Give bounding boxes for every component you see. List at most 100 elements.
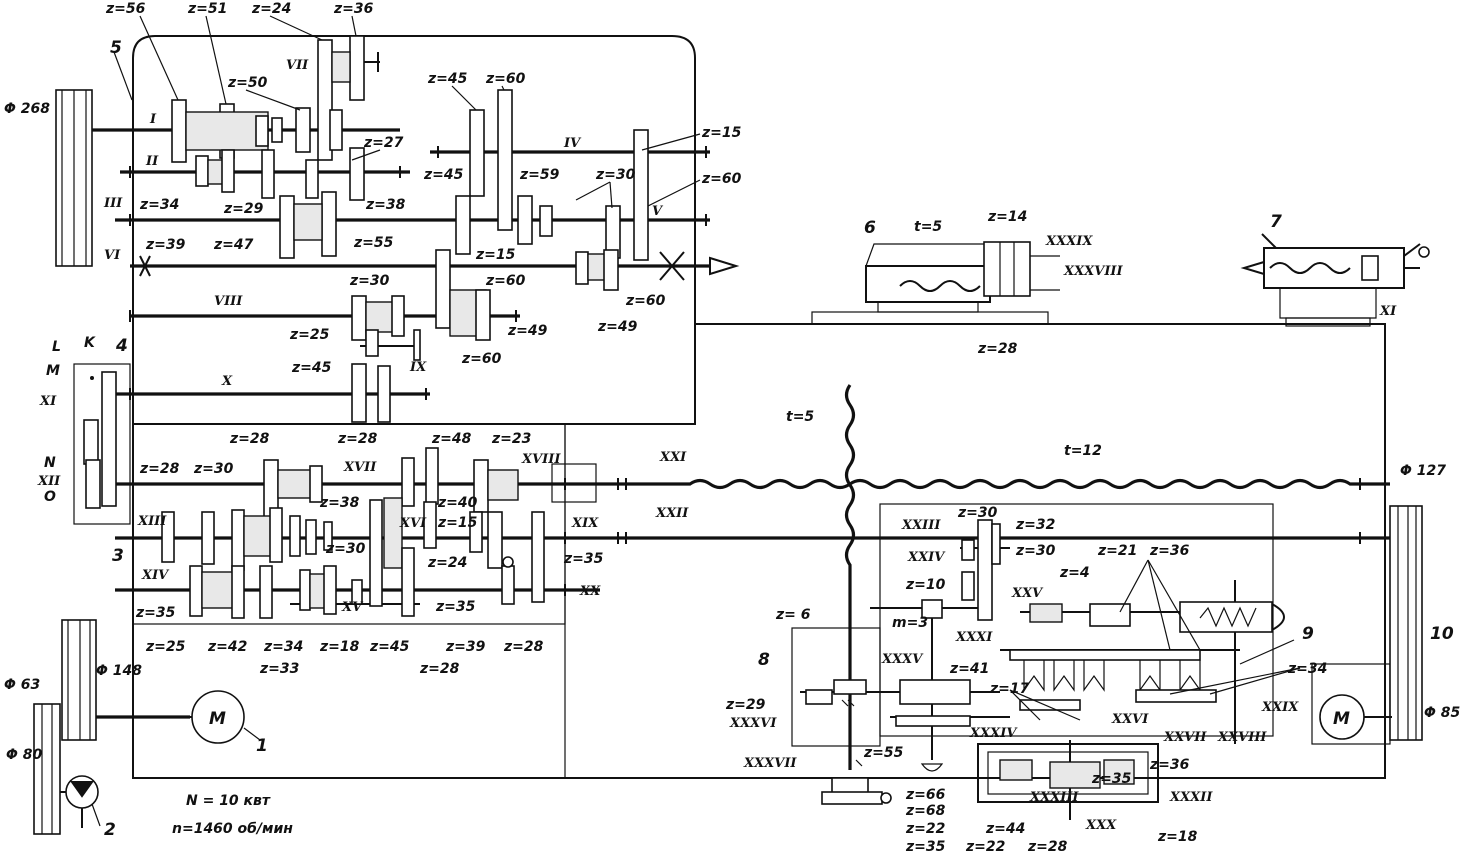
label-shaft-VIII: VIII <box>214 294 243 309</box>
label-shaft-XXXVII: XXXVII <box>743 756 797 771</box>
slide-gear-box <box>983 241 1031 297</box>
gear-z60c <box>435 249 451 329</box>
label-shaft-XIV: XIV <box>141 568 170 583</box>
gear-z49a <box>475 289 491 341</box>
gear-z15c <box>469 511 483 553</box>
label-z50: z=50 <box>227 75 268 91</box>
label-z35e: z=35 <box>1091 771 1132 787</box>
label-shaft-IV: IV <box>563 136 582 151</box>
label-z28d: z=28 <box>419 661 460 677</box>
guitar-gear-M <box>83 419 99 465</box>
label-z30d: z=30 <box>325 541 366 557</box>
label-shaft-I: I <box>149 112 157 127</box>
label-z28f: z=28 <box>977 341 1018 357</box>
label-z45d: z=45 <box>369 639 410 655</box>
label-z29a: z=29 <box>223 201 264 217</box>
gear-z29a <box>261 149 275 199</box>
clutch-XVIII <box>551 463 597 503</box>
label-z24: z=24 <box>251 1 291 17</box>
label-z10: z=10 <box>905 577 946 593</box>
gear-z27 <box>349 147 365 201</box>
gear-z45a <box>469 109 485 197</box>
gear-z45b <box>455 195 471 255</box>
gear-z41 <box>1009 649 1201 661</box>
gear-z32 <box>961 539 975 561</box>
label-z28g: z=28 <box>1027 839 1068 855</box>
gear-z34a <box>195 155 209 187</box>
label-z40: z=40 <box>437 495 478 511</box>
label-z36b: z=36 <box>1149 543 1190 559</box>
label-z30b: z=30 <box>349 273 390 289</box>
label-shaft-XXV: XXV <box>1011 586 1044 601</box>
gear-z50 <box>295 107 311 153</box>
label-z39b: z=39 <box>445 639 486 655</box>
label-shaft-XXXIX: XXXIX <box>1045 234 1093 249</box>
label-d85: Φ 85 <box>1424 705 1461 721</box>
feed-motor-label: M <box>1333 709 1350 729</box>
label-z35b: z=35 <box>435 599 476 615</box>
label-z24b: z=24 <box>427 555 467 571</box>
label-shaft-XVII: XVII <box>343 460 377 475</box>
label-t12: t=12 <box>1064 443 1102 459</box>
label-z30f: z=30 <box>1015 543 1056 559</box>
label-N: N <box>44 455 56 471</box>
cross-screw-vertical <box>844 384 856 770</box>
clutch-box <box>977 743 1159 803</box>
label-speed: n=1460 об/мин <box>172 821 293 837</box>
label-z36a: z=36 <box>333 1 374 17</box>
label-shaft-IX: IX <box>409 360 427 375</box>
label-z25a: z=25 <box>289 327 330 343</box>
label-d127: Φ 127 <box>1400 463 1446 479</box>
label-shaft-XIII: XIII <box>137 514 167 529</box>
label-z49a: z=49 <box>507 323 548 339</box>
apron-left-box <box>791 627 881 747</box>
gear-z48 <box>425 447 439 505</box>
label-K: K <box>84 335 96 351</box>
label-shaft-XI-tail: XI <box>1379 304 1397 319</box>
gear-z56 <box>171 99 187 163</box>
motor-pulley-148 <box>61 619 97 741</box>
headstock-gears <box>129 35 740 423</box>
label-shaft-XXIX: XXIX <box>1261 700 1299 715</box>
gear-z15a <box>633 129 649 261</box>
gear-z24b <box>487 511 503 569</box>
clutch-box-inner <box>987 751 1149 795</box>
tailstock-body <box>1263 247 1405 289</box>
label-z48: z=48 <box>431 431 472 447</box>
label-z23: z=23 <box>491 431 531 447</box>
gear-z60a <box>497 89 513 231</box>
tailstock-screw <box>1269 262 1351 274</box>
label-z28e: z=28 <box>503 639 544 655</box>
label-z29b: z=29 <box>725 697 766 713</box>
label-z4: z=4 <box>1059 565 1090 581</box>
label-z32: z=32 <box>1015 517 1055 533</box>
callout-5: 5 <box>110 38 122 58</box>
callout-7: 7 <box>1270 212 1282 232</box>
label-shaft-XXVIII: XXVIII <box>1217 730 1267 745</box>
label-z41: z=41 <box>949 661 989 677</box>
label-t5a: t=5 <box>786 409 814 425</box>
label-z36c: z=36 <box>1149 757 1190 773</box>
label-z30e: z=30 <box>957 505 998 521</box>
gear-z42 <box>231 565 245 619</box>
label-z27: z=27 <box>363 135 404 151</box>
gear-z30b <box>351 295 367 341</box>
guitar-gear-N <box>85 459 101 509</box>
label-z44: z=44 <box>985 821 1025 837</box>
label-z55a: z=55 <box>353 235 394 251</box>
label-d80: Φ 80 <box>6 747 43 763</box>
label-z38a: z=38 <box>365 197 406 213</box>
spindle-center <box>709 256 740 276</box>
label-shaft-XX: XX <box>579 584 601 599</box>
gear-z24 <box>317 39 333 161</box>
label-shaft-X: X <box>221 374 233 389</box>
callout-1: 1 <box>256 736 268 756</box>
feed-belt-127-85 <box>1389 505 1423 741</box>
label-shaft-XXXI: XXXI <box>955 630 993 645</box>
label-z51: z=51 <box>187 1 227 17</box>
label-z38b: z=38 <box>319 495 360 511</box>
label-z34c: z=34 <box>1287 661 1327 677</box>
label-z60d: z=60 <box>625 293 666 309</box>
label-shaft-III: III <box>103 196 123 211</box>
pump-pulley-80 <box>33 703 61 835</box>
